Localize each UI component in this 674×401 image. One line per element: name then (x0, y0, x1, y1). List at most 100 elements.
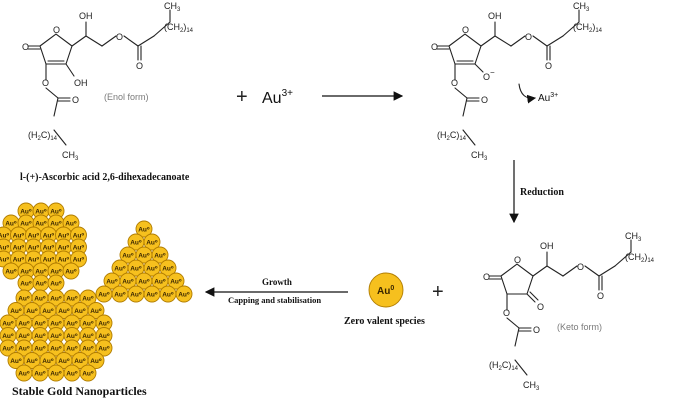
cluster-c-atom (87, 352, 105, 369)
cluster-a-atom-label: Au⁰ (58, 232, 70, 239)
cluster-c-atom-label: Au⁰ (10, 308, 22, 315)
cluster-b-atom-label: Au⁰ (138, 252, 150, 259)
carbonyl-oxygen-3: O (483, 272, 490, 282)
cluster-b-atom-label: Au⁰ (122, 278, 134, 285)
cluster-a-atom-label: Au⁰ (35, 280, 47, 287)
ester2-oxygen-3: O (503, 308, 510, 318)
cluster-c-atom-label: Au⁰ (82, 370, 94, 377)
cluster-b-atom-label: Au⁰ (138, 226, 150, 233)
cluster-b-atom-label: Au⁰ (154, 252, 166, 259)
cluster-a-atom-label: Au⁰ (73, 232, 85, 239)
enol-form-label: (Enol form) (104, 92, 149, 102)
keto-oxygen: O (537, 302, 544, 312)
cluster-a-atom-label: Au⁰ (20, 280, 32, 287)
cluster-a-atom-label: Au⁰ (43, 232, 55, 239)
nanoparticles-title: Stable Gold Nanoparticles (12, 384, 147, 398)
cluster-b-atom (135, 220, 153, 238)
terminal-methyl-5: CH3 (625, 231, 642, 243)
carbonyl-oxygen-2: O (431, 42, 438, 52)
cluster-b-atom-label: Au⁰ (162, 265, 174, 272)
cluster-a-atom-label: Au⁰ (65, 220, 77, 227)
alkyl-chain-label-6: (H2C)14 (489, 360, 519, 372)
cluster-c-atom-label: Au⁰ (66, 295, 78, 302)
cluster-b-atom (143, 233, 161, 251)
cluster-a-atom (62, 214, 80, 232)
cluster-b-atom-label: Au⁰ (130, 291, 142, 298)
cluster-b-atom-label: Au⁰ (138, 278, 150, 285)
cluster-a-atom-label: Au⁰ (13, 256, 25, 263)
cluster-a-atom-label: Au⁰ (43, 256, 55, 263)
cluster-c-atom-label: Au⁰ (18, 295, 30, 302)
capping-label: Capping and stabilisation (228, 295, 321, 305)
cluster-c-atom-label: Au⁰ (34, 333, 46, 340)
cluster-b-atom-label: Au⁰ (146, 265, 158, 272)
cluster-b-atom (175, 285, 193, 303)
terminal-methyl: CH3 (164, 1, 181, 13)
cluster-a-atom-label: Au⁰ (0, 256, 9, 263)
cluster-c-atom-label: Au⁰ (66, 345, 78, 352)
cluster-b-atom-label: Au⁰ (106, 278, 118, 285)
cluster-a-atom-label: Au⁰ (50, 220, 62, 227)
cluster-b-atom-label: Au⁰ (146, 239, 158, 246)
cluster-c-atom-label: Au⁰ (2, 345, 14, 352)
alkyl-chain-label-2: (H2C)14 (28, 130, 58, 142)
cluster-a-atom-label: Au⁰ (28, 256, 40, 263)
cluster-c-atom-label: Au⁰ (2, 333, 14, 340)
alkyl-chain-label-4: (H2C)14 (437, 130, 467, 142)
cluster-c-atom-label: Au⁰ (74, 308, 86, 315)
ester2-oxygen-2: O (451, 78, 458, 88)
cluster-c-atom-label: Au⁰ (50, 320, 62, 327)
ester2-carbonyl-oxygen-2: O (481, 95, 488, 105)
cluster-c-atom (95, 339, 113, 357)
ester-oxygen-2: O (525, 32, 532, 42)
cluster-c-atom-label: Au⁰ (98, 320, 110, 327)
zero-valent-label: Zero valent species (344, 316, 425, 327)
ester-oxygen-3: O (577, 262, 584, 272)
cluster-b-atom-label: Au⁰ (130, 265, 142, 272)
cluster-a-atom-label: Au⁰ (73, 244, 85, 251)
reduction-label: Reduction (520, 187, 564, 198)
bound-au3-ion: Au3+ (538, 92, 558, 104)
cluster-c-atom-label: Au⁰ (98, 333, 110, 340)
cluster-a-atom-label: Au⁰ (50, 268, 62, 275)
keto-molecule: O O O OH O O CH3 (CH2)14 O O (H2C)14 CH3… (483, 231, 655, 392)
terminal-methyl-4: CH3 (471, 150, 488, 162)
cluster-c-atom-label: Au⁰ (18, 370, 30, 377)
cluster-c-atom-label: Au⁰ (34, 295, 46, 302)
cluster-a-atom-label: Au⁰ (0, 232, 9, 239)
terminal-methyl-3: CH3 (573, 1, 590, 13)
cluster-a-atom-label: Au⁰ (43, 244, 55, 251)
cluster-a-atom-label: Au⁰ (0, 244, 9, 251)
cluster-a-atom-label: Au⁰ (28, 244, 40, 251)
cluster-c-atom-label: Au⁰ (58, 308, 70, 315)
cluster-a-atom-label: Au⁰ (35, 208, 47, 215)
cluster-c-atom-label: Au⁰ (82, 333, 94, 340)
cluster-c-atom-label: Au⁰ (82, 320, 94, 327)
keto-form-label: (Keto form) (557, 322, 602, 332)
cluster-c-atom-label: Au⁰ (42, 358, 54, 365)
plus-sign-1: + (236, 86, 248, 108)
ester2-carbonyl-oxygen: O (72, 95, 79, 105)
cluster-c-atom-label: Au⁰ (66, 320, 78, 327)
cluster-c-atom-label: Au⁰ (18, 333, 30, 340)
cluster-c-atom-label: Au⁰ (50, 333, 62, 340)
terminal-methyl-2: CH3 (62, 150, 79, 162)
cluster-a-atom-label: Au⁰ (58, 256, 70, 263)
cluster-a-atom-label: Au⁰ (20, 268, 32, 275)
cluster-b-atom-label: Au⁰ (154, 278, 166, 285)
cluster-b-atom-label: Au⁰ (114, 265, 126, 272)
cluster-b-atom-label: Au⁰ (162, 291, 174, 298)
cluster-c-atom-label: Au⁰ (34, 370, 46, 377)
au0-symbol: Au0 (377, 285, 394, 297)
cluster-c-atom-label: Au⁰ (18, 320, 30, 327)
cluster-a-atom-label: Au⁰ (20, 220, 32, 227)
cluster-a-atom-label: Au⁰ (13, 244, 25, 251)
ester-carbonyl-oxygen: O (136, 61, 143, 71)
ester-oxygen: O (116, 32, 123, 42)
cluster-a-atom-label: Au⁰ (13, 232, 25, 239)
cluster-a-atom-label: Au⁰ (5, 268, 17, 275)
cluster-a-atom-label: Au⁰ (58, 244, 70, 251)
cluster-a-atom (62, 262, 80, 280)
ring-oxygen: O (53, 25, 60, 35)
